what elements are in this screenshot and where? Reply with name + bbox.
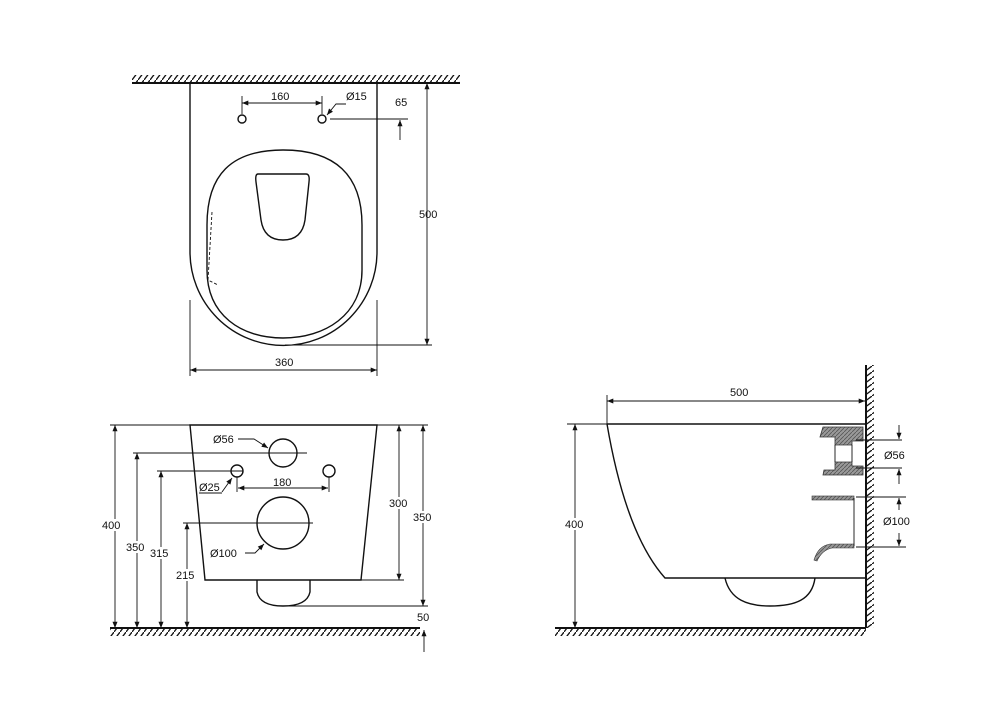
dim-label-width: 360 [275, 357, 293, 369]
dim-label-side-depth: 500 [730, 387, 748, 399]
dim-label-waste-height: 215 [176, 570, 194, 582]
front-view: 400 350 315 215 Ø56 Ø25 180 Ø100 300 350… [100, 424, 434, 652]
side-view: Ø56 Ø100 500 400 [555, 365, 910, 636]
seat-outline [206, 149, 363, 339]
dim-label-side-waste-diameter: Ø100 [883, 516, 910, 528]
dim-label-body-height: 350 [413, 512, 431, 524]
waste-pipe-bottom [813, 543, 855, 562]
wall-hatching [132, 75, 460, 83]
dim-label-side-height: 400 [565, 519, 583, 531]
dim-label-hole-spacing: 160 [271, 91, 289, 103]
dim-label-base-gap: 50 [417, 612, 429, 624]
inlet-hole-right [322, 464, 336, 478]
outlet-connector-bottom [822, 461, 864, 476]
dim-label-hole-diameter: Ø15 [346, 91, 367, 103]
bowl-outline [189, 83, 378, 347]
top-view: 160 Ø15 65 500 360 [132, 75, 460, 376]
dim-label-waste-diameter: Ø100 [210, 548, 237, 560]
dim-label-total-height: 400 [102, 520, 120, 532]
dim-label-side-outlet-diameter: Ø56 [884, 450, 905, 462]
fixing-hole-left [237, 114, 247, 124]
side-foot-bump [724, 577, 816, 607]
foot-bump [256, 580, 311, 607]
side-outline [606, 423, 866, 579]
dim-label-bowl-height: 300 [389, 498, 407, 510]
waste-pipe-top [811, 495, 855, 501]
dim-label-outlet-height: 350 [126, 542, 144, 554]
fixing-hole-right [317, 114, 327, 124]
dim-label-inlet-diameter: Ø25 [199, 482, 220, 494]
hidden-line [207, 211, 219, 286]
dim-label-inlet-spacing: 180 [273, 477, 291, 489]
dim-label-inlet-height: 315 [150, 548, 168, 560]
dim-label-outlet-diameter: Ø56 [213, 434, 234, 446]
outlet-connector-top [819, 426, 864, 446]
bowl-opening [255, 173, 310, 241]
dim-label-hole-height: 65 [395, 97, 407, 109]
dim-label-depth: 500 [419, 209, 437, 221]
